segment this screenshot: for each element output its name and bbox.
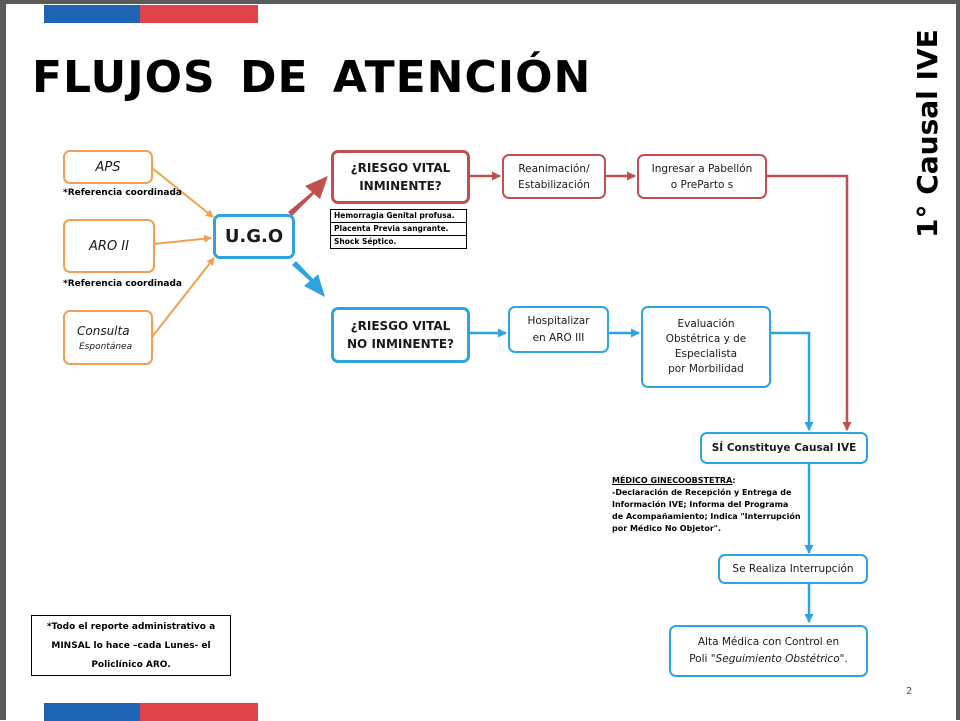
bottom-stripe-blue: [44, 703, 140, 721]
medico-line3: de Acompañamiento; Indica "Interrupción: [612, 512, 801, 521]
criteria-row-1: Placenta Previa sangrante.: [331, 223, 466, 236]
alta-line2-b: "Seguimiento Obstétrico": [710, 653, 845, 665]
medico-line1: -Declaración de Recepción y Entrega de: [612, 488, 792, 497]
page-number: 2: [906, 686, 913, 697]
evaluacion-line1: Evaluación: [677, 318, 735, 330]
reanimacion-line2: Estabilización: [518, 178, 590, 191]
evaluacion-line2: Obstétrica y de: [665, 333, 747, 345]
alta-line2-a: Poli: [689, 653, 711, 665]
evaluacion-box: Evaluación Obstétrica y de Especialista …: [641, 306, 771, 388]
arrow-aps-ugo: [151, 167, 214, 218]
slide-title: FLUJOS DE ATENCIÓN: [32, 52, 592, 103]
consulta-box: Consulta Espontánea: [63, 310, 153, 365]
evaluacion-line3: Especialista: [674, 348, 738, 360]
footnote-line1: *Todo el reporte administrativo a: [46, 622, 216, 632]
aps-box: APS: [63, 150, 153, 184]
hospitalizar-box: Hospitalizar en ARO III: [508, 306, 609, 353]
alta-line2-c: .: [844, 653, 848, 665]
reanimacion-box: Reanimación/ Estabilización: [502, 154, 606, 199]
pabellon-box: Ingresar a Pabellón o PreParto s: [637, 154, 767, 199]
aro2-note: *Referencia coordinada: [63, 279, 182, 289]
alta-line1: Alta Médica con Control en: [697, 636, 840, 648]
aps-note: *Referencia coordinada: [63, 188, 182, 198]
riesgo-no-inminente-line1: ¿RIESGO VITAL: [350, 319, 451, 333]
arrow-pabellon-causal: [767, 174, 852, 431]
medico-line4: por Médico No Objetor".: [612, 524, 721, 533]
aro2-box: ARO II: [63, 219, 155, 273]
riesgo-no-inminente-box: ¿RIESGO VITAL NO INMINENTE?: [331, 307, 470, 363]
riesgo-inminente-box: ¿RIESGO VITAL INMINENTE?: [331, 150, 470, 204]
medico-line2: Información IVE; Informa del Programa: [612, 500, 789, 509]
consulta-label-2: Espontánea: [79, 341, 133, 352]
bottom-stripe-red: [140, 703, 258, 721]
big-blue-arrow: [292, 261, 325, 297]
pabellon-line1: Ingresar a Pabellón: [651, 162, 753, 175]
interrupcion-box: Se Realiza Interrupción: [718, 554, 868, 584]
aro2-label: ARO II: [89, 238, 129, 254]
alta-line2: Poli "Seguimiento Obstétrico".: [689, 651, 848, 668]
top-stripe-blue: [44, 5, 140, 23]
evaluacion-line4: por Morbilidad: [668, 363, 744, 375]
big-red-arrow: [288, 176, 328, 216]
alta-box: Alta Médica con Control en Poli "Seguimi…: [669, 625, 868, 677]
hospitalizar-line2: en ARO III: [532, 331, 585, 344]
reanimacion-line1: Reanimación/: [518, 162, 590, 175]
medico-note: MÉDICO GINECOOBSTETRA: -Declaración de R…: [612, 475, 812, 535]
consulta-label-1: Consulta: [77, 323, 130, 338]
medico-colon: :: [732, 476, 736, 485]
ugo-label: U.G.O: [224, 226, 284, 247]
causal-ive-label: SÍ Constituye Causal IVE: [711, 442, 857, 454]
arrow-aro2-ugo: [153, 234, 212, 245]
aps-label: APS: [95, 159, 121, 175]
criteria-table: Hemorragia Genital profusa. Placenta Pre…: [330, 209, 467, 249]
pabellon-line2: o PreParto s: [670, 178, 734, 191]
riesgo-inminente-line2: INMINENTE?: [359, 179, 442, 193]
criteria-row-0: Hemorragia Genital profusa.: [331, 210, 466, 223]
footnote-box: *Todo el reporte administrativo a MINSAL…: [31, 615, 231, 676]
ugo-box: U.G.O: [213, 214, 295, 259]
footnote-line2: MINSAL lo hace –cada Lunes- el: [51, 641, 211, 651]
criteria-row-2: Shock Séptico.: [334, 237, 397, 246]
causal-ive-box: SÍ Constituye Causal IVE: [700, 432, 868, 464]
top-stripe-red: [140, 5, 258, 23]
hospitalizar-line1: Hospitalizar: [527, 314, 590, 327]
interrupcion-label: Se Realiza Interrupción: [732, 563, 854, 575]
arrow-evaluacion-causal: [771, 331, 814, 431]
medico-header: MÉDICO GINECOOBSTETRA: [612, 476, 733, 485]
footnote-line3: Policlínico ARO.: [91, 660, 171, 670]
riesgo-inminente-line1: ¿RIESGO VITAL: [350, 161, 451, 175]
riesgo-no-inminente-line2: NO INMINENTE?: [347, 337, 454, 351]
arrow-consulta-ugo: [151, 257, 215, 338]
